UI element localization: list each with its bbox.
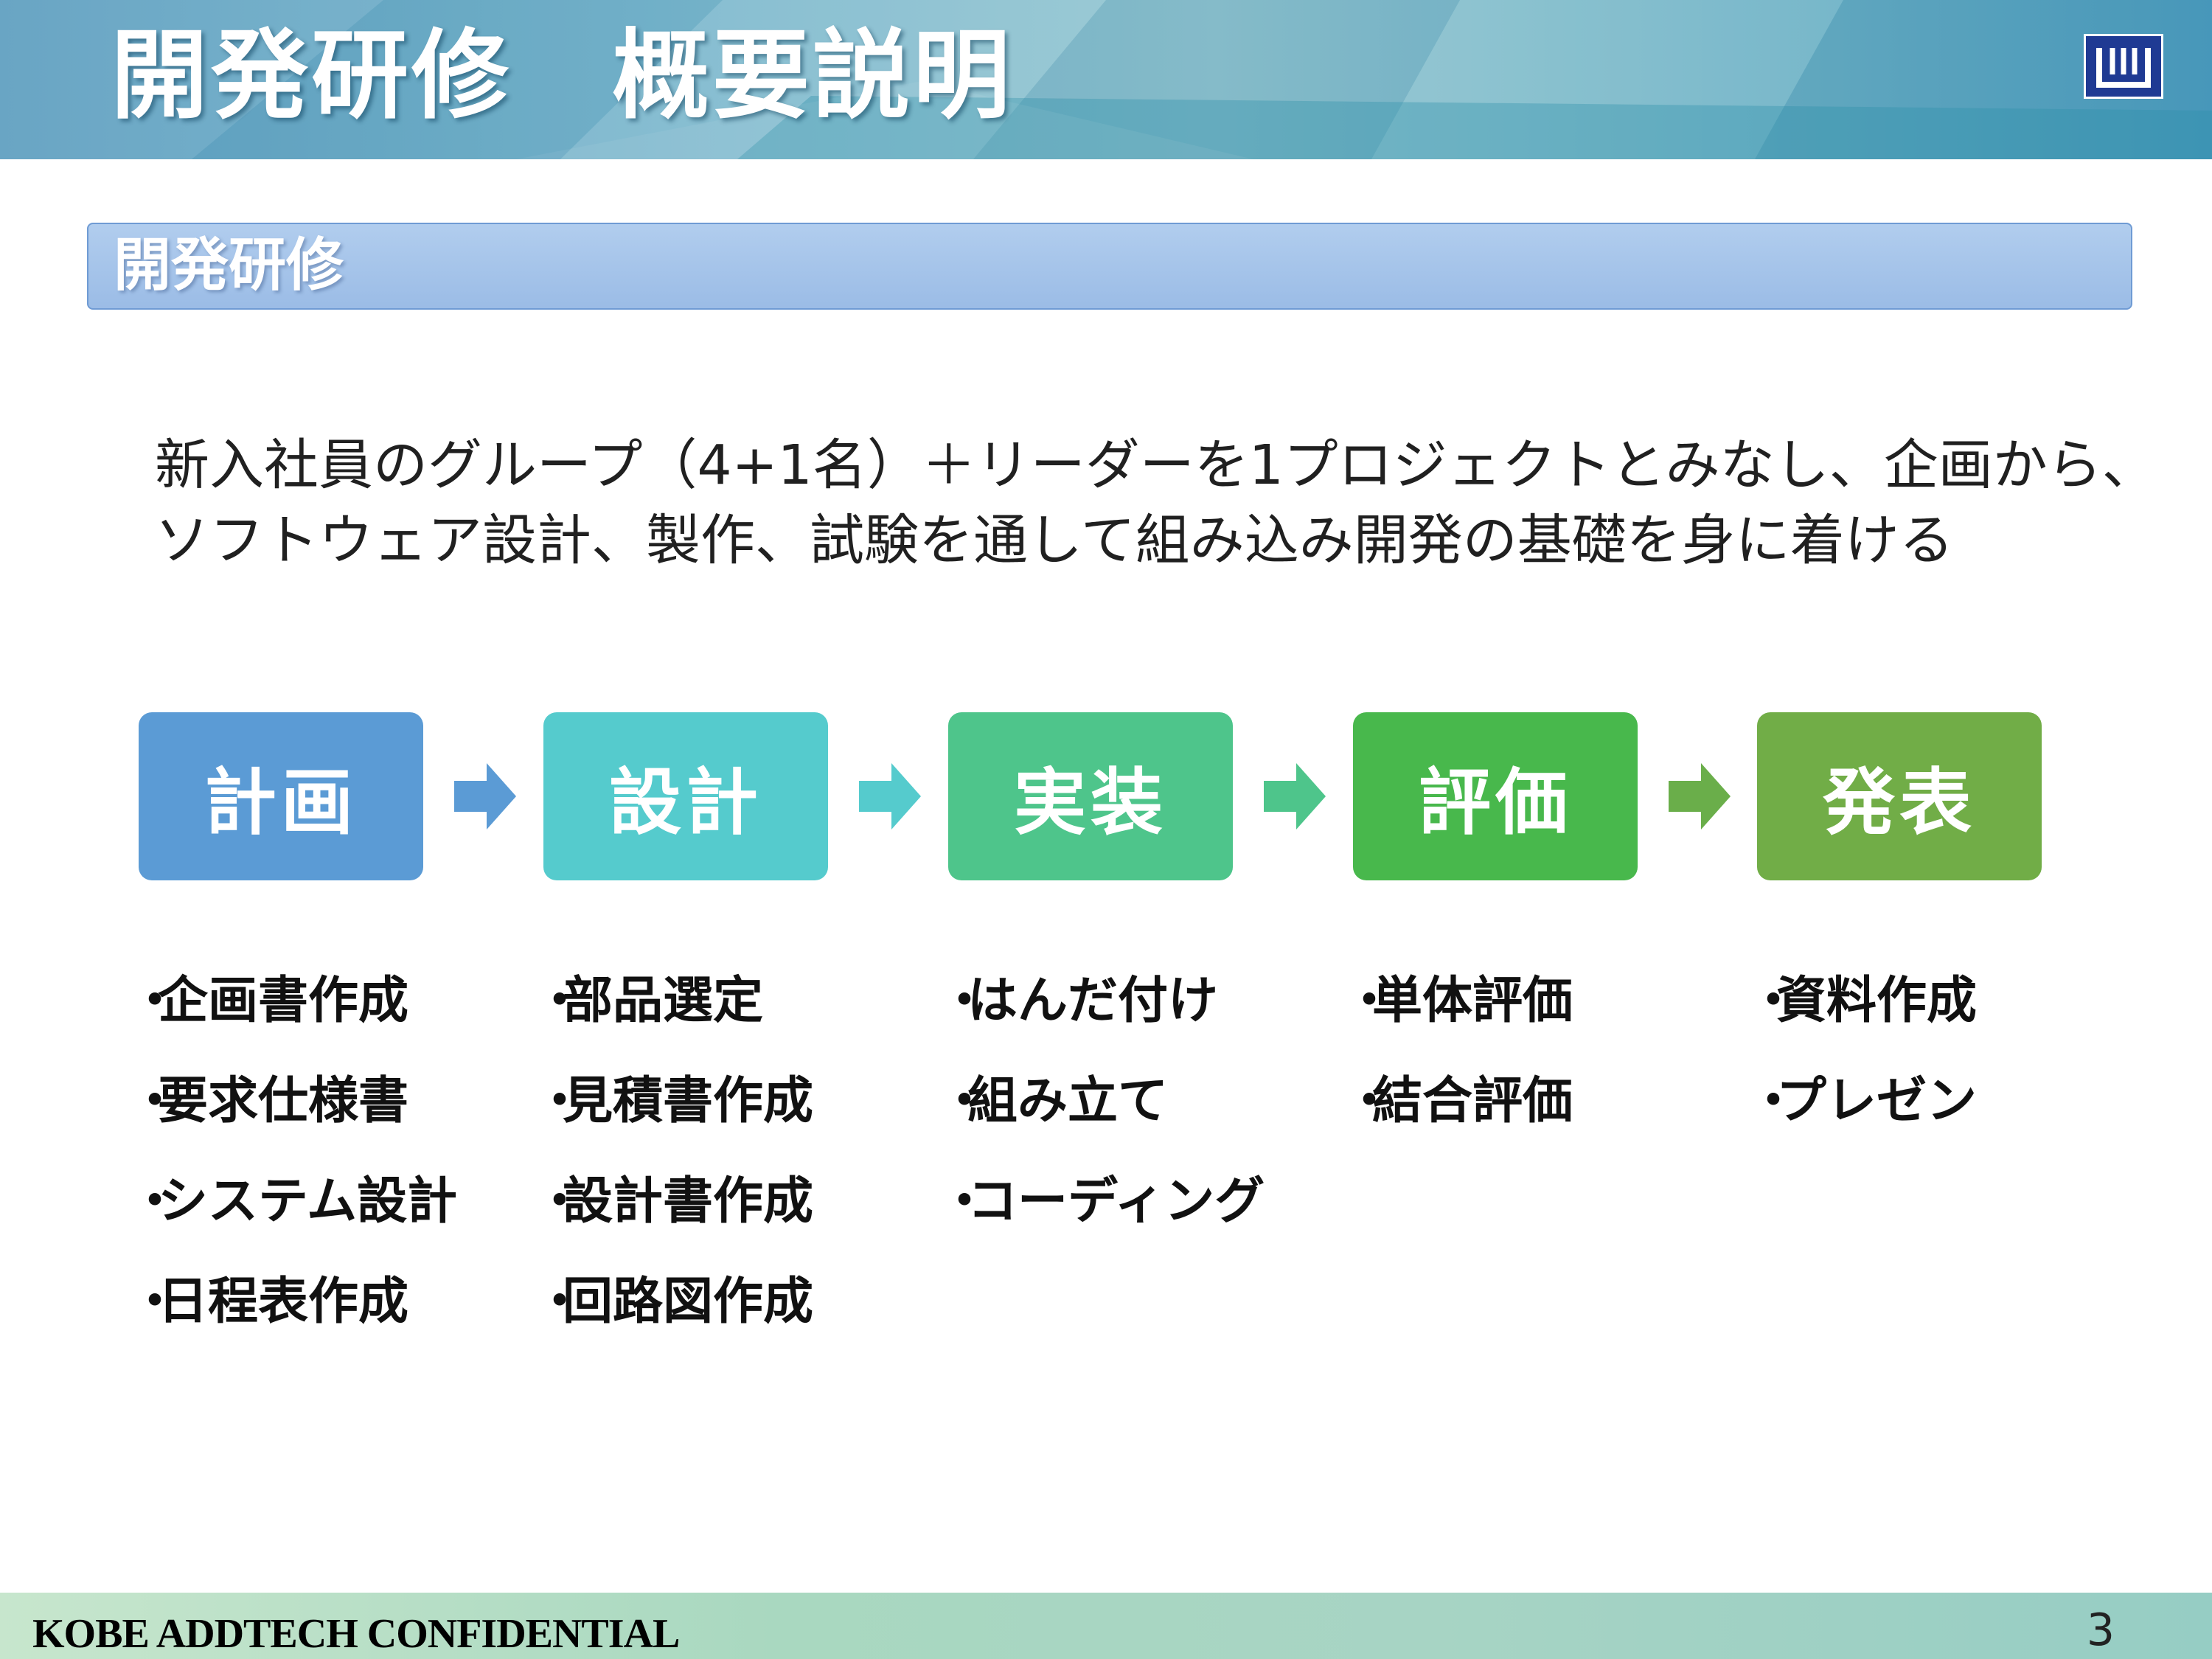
task-item: システム設計 bbox=[133, 1152, 531, 1252]
task-item: 結合評価 bbox=[1347, 1051, 1745, 1152]
company-logo bbox=[2084, 34, 2163, 99]
section-title: 開発研修 bbox=[114, 232, 344, 299]
task-item: 日程表作成 bbox=[133, 1252, 531, 1352]
section-header-bar: 開発研修 bbox=[87, 223, 2132, 310]
footer-bar: KOBE ADDTECH CONFIDENTIAL 3 bbox=[0, 1593, 2212, 1659]
task-item: 組み立て bbox=[942, 1051, 1340, 1152]
task-item: 設計書作成 bbox=[538, 1152, 936, 1252]
description-text: 新入社員のグループ（4+1名）＋リーダーを1プロジェクトとみなし、企画から、 ソ… bbox=[155, 428, 2157, 578]
task-list-evaluation: 単体評価 結合評価 bbox=[1347, 951, 1745, 1152]
description-line-2: ソフトウェア設計、製作、試験を通して組み込み開発の基礎を身に着ける bbox=[155, 509, 1954, 572]
task-item: 見積書作成 bbox=[538, 1051, 936, 1152]
task-item: 企画書作成 bbox=[133, 951, 531, 1051]
page-title: 開発研修 概要説明 bbox=[111, 19, 1013, 133]
task-item: はんだ付け bbox=[942, 951, 1340, 1051]
arrow-right-icon bbox=[859, 763, 921, 830]
task-item: 単体評価 bbox=[1347, 951, 1745, 1051]
task-list-implementation: はんだ付け 組み立て コーディング bbox=[942, 951, 1340, 1252]
task-item: 回路図作成 bbox=[538, 1252, 936, 1352]
arrow-right-icon bbox=[1264, 763, 1326, 830]
task-list-planning: 企画書作成 要求仕様書 システム設計 日程表作成 bbox=[133, 951, 531, 1352]
step-box-presentation: 発表 bbox=[1757, 712, 2042, 880]
task-list-presentation: 資料作成 プレゼン bbox=[1751, 951, 2149, 1152]
page-number: 3 bbox=[2086, 1604, 2115, 1656]
task-item: プレゼン bbox=[1751, 1051, 2149, 1152]
task-list-design: 部品選定 見積書作成 設計書作成 回路図作成 bbox=[538, 951, 936, 1352]
header-banner: 開発研修 概要説明 bbox=[0, 0, 2212, 159]
task-item: 資料作成 bbox=[1751, 951, 2149, 1051]
step-box-evaluation: 評価 bbox=[1353, 712, 1638, 880]
task-item: 部品選定 bbox=[538, 951, 936, 1051]
confidential-label: KOBE ADDTECH CONFIDENTIAL bbox=[32, 1611, 680, 1657]
arrow-right-icon bbox=[454, 763, 516, 830]
step-box-design: 設計 bbox=[543, 712, 828, 880]
task-item: 要求仕様書 bbox=[133, 1051, 531, 1152]
step-box-implementation: 実装 bbox=[948, 712, 1233, 880]
arrow-right-icon bbox=[1669, 763, 1731, 830]
description-line-1: 新入社員のグループ（4+1名）＋リーダーを1プロジェクトとみなし、企画から、 bbox=[155, 434, 2157, 497]
task-item: コーディング bbox=[942, 1152, 1340, 1252]
step-box-planning: 計画 bbox=[139, 712, 423, 880]
